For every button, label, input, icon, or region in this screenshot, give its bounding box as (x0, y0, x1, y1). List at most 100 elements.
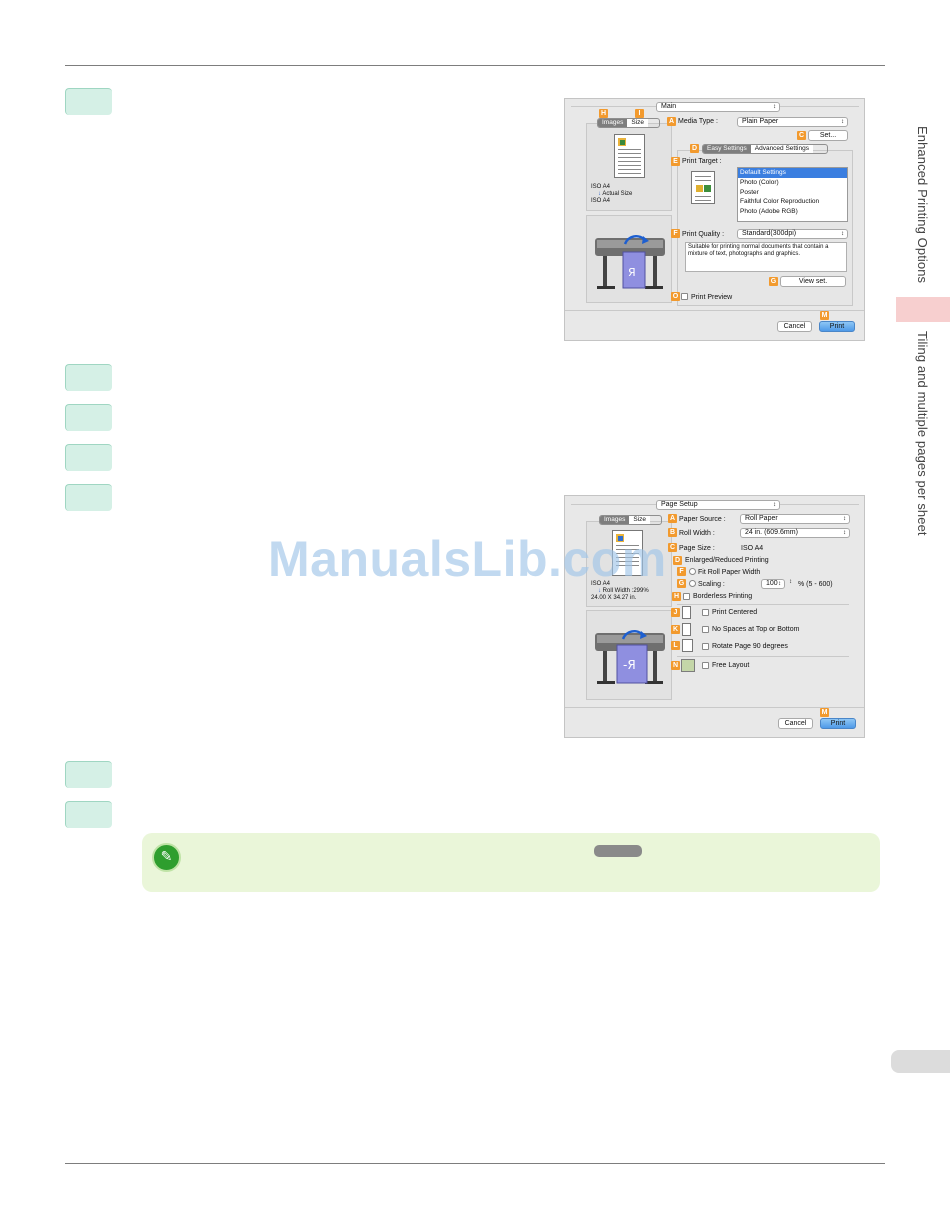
rotate-label: Rotate Page 90 degrees (712, 643, 788, 650)
printer-panel: -Я (586, 610, 672, 700)
pencil-icon: ✎ (152, 843, 181, 872)
page-thumbnail (614, 134, 645, 178)
badge-c: C (797, 131, 806, 140)
badge-m: M (820, 708, 829, 717)
badge-g: G (677, 579, 686, 588)
print-button[interactable]: Print (819, 321, 855, 332)
badge-j: J (671, 608, 680, 617)
borderless-label: Borderless Printing (693, 593, 753, 600)
main-menu-dropdown[interactable]: Main (656, 102, 780, 112)
tab-advanced-settings[interactable]: Advanced Settings (750, 145, 813, 153)
step-box (65, 404, 112, 431)
list-item[interactable]: Default Settings (738, 168, 847, 178)
print-target-thumbnail (691, 171, 715, 204)
side-tab-active-marker (896, 297, 950, 322)
badge-h: H (599, 109, 608, 118)
preview-tabs[interactable]: Images Size (597, 118, 660, 128)
preview-output: ISO A4 (591, 198, 611, 204)
scaling-radio[interactable] (689, 580, 696, 587)
step-box (65, 484, 112, 511)
tab-easy-settings[interactable]: Easy Settings (703, 145, 751, 153)
top-rule (65, 65, 885, 66)
step-box (65, 801, 112, 828)
side-tab-tiling[interactable]: Tiling and multiple pages per sheet (915, 331, 930, 536)
note-box (142, 833, 880, 892)
print-preview-checkbox[interactable] (681, 293, 688, 300)
page-setup-menu-dropdown[interactable]: Page Setup (656, 500, 780, 510)
tab-size[interactable]: Size (629, 516, 650, 524)
no-spaces-label: No Spaces at Top or Bottom (712, 626, 800, 633)
print-target-list[interactable]: Default Settings Photo (Color) Poster Fa… (737, 167, 848, 222)
settings-tabs[interactable]: Easy Settings Advanced Settings (702, 144, 828, 154)
list-item[interactable]: Faithful Color Reproduction (740, 198, 820, 206)
scaling-label: Scaling : (698, 581, 725, 588)
print-quality-label: Print Quality : (682, 231, 725, 238)
free-layout-icon (681, 659, 695, 672)
printer-panel: Я (586, 215, 672, 303)
print-quality-dropdown[interactable]: Standard(300dpi) (737, 229, 848, 239)
print-centered-label: Print Centered (712, 609, 758, 616)
page-setup-dialog: Page Setup Images Size ISO A4 ↓ Roll Wid… (564, 495, 865, 738)
borderless-checkbox[interactable] (683, 593, 690, 600)
cancel-button[interactable]: Cancel (778, 718, 813, 729)
badge-c: C (668, 543, 677, 552)
list-item[interactable]: Photo (Adobe RGB) (740, 208, 798, 216)
scaling-stepper[interactable]: ↕ (789, 579, 792, 585)
badge-i: I (635, 109, 644, 118)
badge-o: O (671, 292, 680, 301)
badge-d: D (690, 144, 699, 153)
print-preview-label: Print Preview (691, 294, 733, 301)
badge-a: A (668, 514, 677, 523)
no-spaces-checkbox[interactable] (702, 626, 709, 633)
print-button[interactable]: Print (820, 718, 856, 729)
badge-e: E (671, 157, 680, 166)
paper-source-dropdown[interactable]: Roll Paper (740, 514, 850, 524)
step-box (65, 761, 112, 788)
preview-output-size: 24.00 X 34.27 in. (591, 595, 637, 601)
cancel-button[interactable]: Cancel (777, 321, 812, 332)
preview-scale: ↓ Actual Size (598, 191, 633, 197)
scaling-input[interactable]: 100 (761, 579, 785, 589)
free-layout-checkbox[interactable] (702, 662, 709, 669)
note-key-badge (594, 845, 642, 857)
printer-icon: -Я (595, 629, 665, 684)
list-item[interactable]: Photo (Color) (740, 178, 779, 186)
rotate-checkbox[interactable] (702, 643, 709, 650)
rotate-icon (682, 639, 693, 652)
preview-tabs[interactable]: Images Size (599, 515, 662, 525)
badge-n: N (671, 661, 680, 670)
fit-roll-label: Fit Roll Paper Width (698, 569, 761, 576)
printer-icon: Я (595, 234, 665, 289)
badge-f: F (671, 229, 680, 238)
svg-text:Я: Я (628, 266, 636, 279)
badge-d: D (673, 556, 682, 565)
badge-l: L (671, 641, 680, 650)
fit-roll-radio[interactable] (689, 568, 696, 575)
set-button[interactable]: Set... (808, 130, 848, 141)
page-number-tab (891, 1050, 950, 1073)
watermark: ManualsLib.com (268, 531, 667, 587)
media-type-label: Media Type : (678, 118, 718, 125)
step-box (65, 88, 112, 115)
list-item[interactable]: Poster (740, 188, 759, 196)
tab-images[interactable]: Images (598, 119, 628, 127)
preview-roll-width: ↓ Roll Width :299% (598, 588, 649, 594)
tab-images[interactable]: Images (600, 516, 630, 524)
no-spaces-icon (682, 623, 691, 636)
tab-size[interactable]: Size (627, 119, 648, 127)
badge-k: K (671, 625, 680, 634)
view-set-button[interactable]: View set. (780, 276, 846, 287)
print-centered-icon (682, 606, 691, 619)
paper-source-label: Paper Source : (679, 516, 726, 523)
scaling-range: % (5 - 600) (798, 581, 833, 588)
badge-a: A (667, 117, 676, 126)
roll-width-dropdown[interactable]: 24 in. (609.6mm) (740, 528, 850, 538)
main-dialog: Main H I Images Size ISO A4 ↓ Actual Siz… (564, 98, 865, 341)
description-box: Suitable for printing normal documents t… (685, 242, 847, 272)
side-tab-enhanced-printing[interactable]: Enhanced Printing Options (915, 126, 930, 284)
enlarged-reduced-label: Enlarged/Reduced Printing (685, 557, 769, 564)
print-centered-checkbox[interactable] (702, 609, 709, 616)
badge-f: F (677, 567, 686, 576)
media-type-dropdown[interactable]: Plain Paper (737, 117, 848, 127)
print-target-label: Print Target : (682, 158, 722, 165)
